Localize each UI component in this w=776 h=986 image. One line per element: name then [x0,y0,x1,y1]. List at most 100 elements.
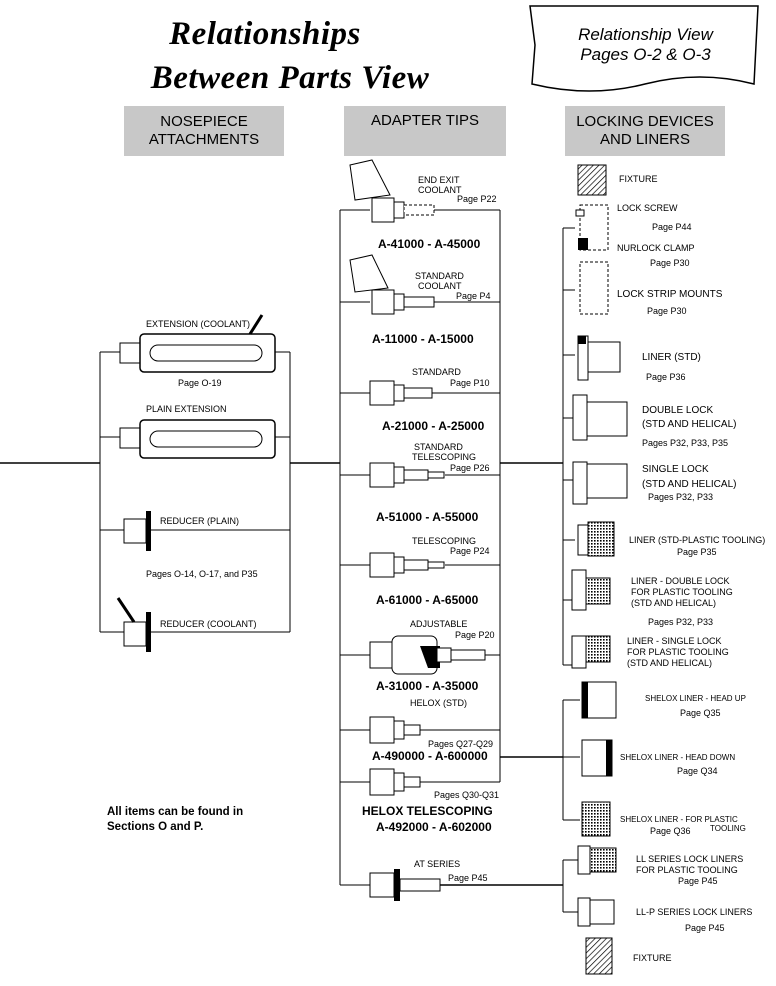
liner-std-drawing [577,335,621,381]
label-telescoping-page: Page P24 [450,546,490,556]
header-nosepiece: NOSEPIECE ATTACHMENTS [124,106,284,156]
double-lock-drawing [572,394,628,441]
fixture-top-drawing [577,164,607,196]
label-fixture-top: FIXTURE [619,174,658,184]
label-llp-series: LL-P SERIES LOCK LINERS [636,907,753,917]
label-lock-screw: LOCK SCREW [617,203,678,213]
label-extension-coolant: EXTENSION (COOLANT) [146,319,251,329]
llp-series-drawing [577,897,615,927]
reducer-plain-drawing [123,511,151,551]
liner-single-lock-plastic-drawing [571,635,611,669]
label-reducer-coolant: REDUCER (COOLANT) [160,619,257,629]
label-liner-dbl-2: FOR PLASTIC TOOLING [631,587,733,597]
ll-series-drawing [577,845,617,875]
label-std-tele-page: Page P26 [450,463,490,473]
label-double-lock-2: (STD AND HELICAL) [642,419,737,430]
adapter-standard-telescoping-drawing [369,462,445,488]
label-shelox-down: SHELOX LINER - HEAD DOWN [620,753,736,762]
label-lock-strip-mounts: LOCK STRIP MOUNTS [617,289,723,300]
label-nurlock-clamp: NURLOCK CLAMP [617,243,695,253]
label-single-lock-2: (STD AND HELICAL) [642,479,737,490]
relationship-view-badge: Relationship View Pages O-2 & O-3 [538,25,753,65]
part-number-helox: A-490000 - A-600000 [372,749,488,763]
label-standard: STANDARD [412,367,461,377]
badge-line1: Relationship View [578,25,713,44]
label-single-lock-1: SINGLE LOCK [642,464,709,475]
label-end-exit-2: COOLANT [418,185,462,195]
shelox-head-down-drawing [581,739,613,777]
label-ll-series-page: Page P45 [678,876,718,886]
label-liner-sgl-1: LINER - SINGLE LOCK [627,636,722,646]
label-plain-extension: PLAIN EXTENSION [146,404,227,414]
label-pages-reducer: Pages O-14, O-17, and P35 [146,569,258,579]
adapter-adjustable-drawing [369,635,486,675]
label-end-exit-1: END EXIT [418,175,460,185]
label-shelox-up-page: Page Q35 [680,708,721,718]
adapter-helox-telescoping-drawing [369,768,421,796]
part-number-end-exit: A-41000 - A-45000 [378,237,481,251]
label-at-series-page: Page P45 [448,873,488,883]
label-std-coolant-2: COOLANT [418,281,462,291]
extension-coolant-drawing [119,314,276,373]
label-liner-std: LINER (STD) [642,352,701,363]
label-liner-dbl-1: LINER - DOUBLE LOCK [631,576,730,586]
label-shelox-plastic-2: TOOLING [710,824,746,833]
adapter-standard-coolant-drawing [349,254,435,315]
adapter-helox-drawing [369,716,421,744]
adapter-standard-drawing [369,380,433,406]
single-lock-drawing [572,461,628,505]
page-title-line1: Relationships [169,16,361,52]
label-liner-sgl-3: (STD AND HELICAL) [627,658,713,668]
label-page-o19: Page O-19 [178,378,222,388]
label-shelox-up: SHELOX LINER - HEAD UP [645,694,746,703]
label-double-lock-page: Pages P32, P33, P35 [642,438,729,448]
label-fixture-bottom: FIXTURE [633,953,672,963]
label-helox-telescoping: HELOX TELESCOPING [362,804,493,818]
badge-line2: Pages O-2 & O-3 [580,45,711,64]
label-liner-plastic-page: Page P35 [677,547,717,557]
shelox-plastic-drawing [581,801,611,837]
page-title-line2: Between Parts View [150,60,430,96]
part-number-telescoping: A-61000 - A-65000 [376,593,479,607]
label-double-lock-1: DOUBLE LOCK [642,405,714,416]
label-liner-dbl-3: (STD AND HELICAL) [631,598,717,608]
label-adjustable-page: Page P20 [455,630,495,640]
relationship-view-badge-shape [529,5,759,92]
reducer-coolant-drawing [116,597,151,652]
label-std-coolant-1: STANDARD [415,271,464,281]
label-lock-screw-page: Page P44 [652,222,692,232]
plain-extension-drawing [119,419,276,459]
label-std-tele-1: STANDARD [414,442,463,452]
adapter-at-series-drawing [369,869,441,901]
footnote: All items can be found in Sections O and… [107,805,243,835]
liner-double-lock-plastic-drawing [571,569,611,611]
header-locking-devices: LOCKING DEVICES AND LINERS [565,106,725,156]
label-end-exit-page: Page P22 [457,194,497,204]
label-liner-std-page: Page P36 [646,372,686,382]
nurlock-clamp-drawing [578,238,588,250]
label-shelox-plastic-1: SHELOX LINER - FOR PLASTIC [620,815,738,824]
label-nurlock-page: Page P30 [650,258,690,268]
header-locking-line1: LOCKING DEVICES [576,113,714,130]
lock-strip-mounts-drawing [579,261,609,315]
header-locking-line2: AND LINERS [599,131,691,148]
shelox-head-up-drawing [581,681,617,719]
adapter-end-exit-drawing [349,159,435,223]
liner-plastic-drawing [577,521,615,557]
label-at-series: AT SERIES [414,859,461,869]
label-shelox-plastic-page: Page Q36 [650,826,691,836]
part-number-std-coolant: A-11000 - A-15000 [372,332,474,346]
footnote-line2: Sections O and P. [107,821,204,833]
label-adjustable: ADJUSTABLE [410,619,468,629]
label-liner-plastic: LINER (STD-PLASTIC TOOLING) [629,535,766,545]
label-llp-series-page: Page P45 [685,923,725,933]
label-strip-mounts-page: Page P30 [647,306,687,316]
label-std-tele-2: TELESCOPING [412,452,477,462]
header-adapter-tips-label: ADAPTER TIPS [370,112,480,129]
label-reducer-plain: REDUCER (PLAIN) [160,516,240,526]
fixture-bottom-drawing [585,937,613,975]
label-helox-tele-page: Pages Q30-Q31 [434,790,500,800]
label-telescoping: TELESCOPING [412,536,477,546]
adapter-telescoping-drawing [369,552,445,578]
